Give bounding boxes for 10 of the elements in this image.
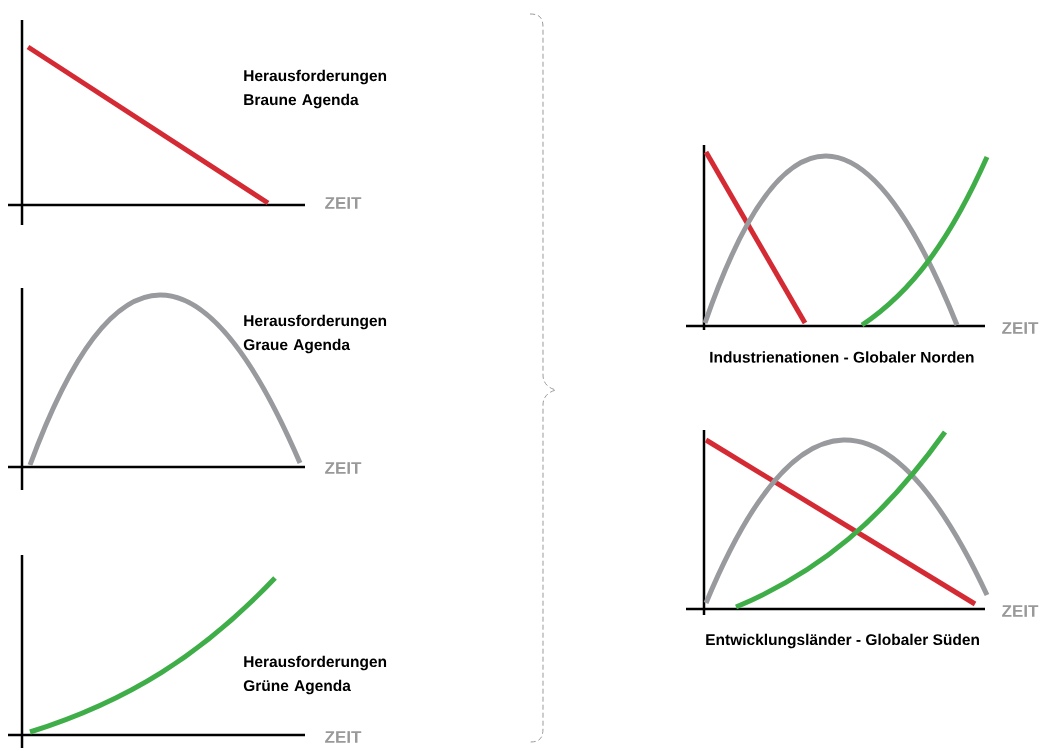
axis-label: ZEIT	[1002, 605, 1039, 617]
chart-heading: Herausforderungen Grüne Agenda	[243, 655, 387, 695]
chart-heading: Herausforderungen Braune Agenda	[244, 69, 387, 109]
chart-caption: Entwicklungsländer - Globaler Süden	[706, 633, 979, 649]
axis-label: ZEIT	[325, 197, 362, 209]
axis-label: ZEIT	[325, 462, 362, 474]
axis-label: ZEIT	[1002, 322, 1039, 334]
chart-caption: Industrienationen - Globaler Norden	[710, 351, 974, 363]
axis-label: ZEIT	[325, 731, 362, 743]
chart-heading: Herausforderungen Graue Agenda	[243, 314, 387, 354]
